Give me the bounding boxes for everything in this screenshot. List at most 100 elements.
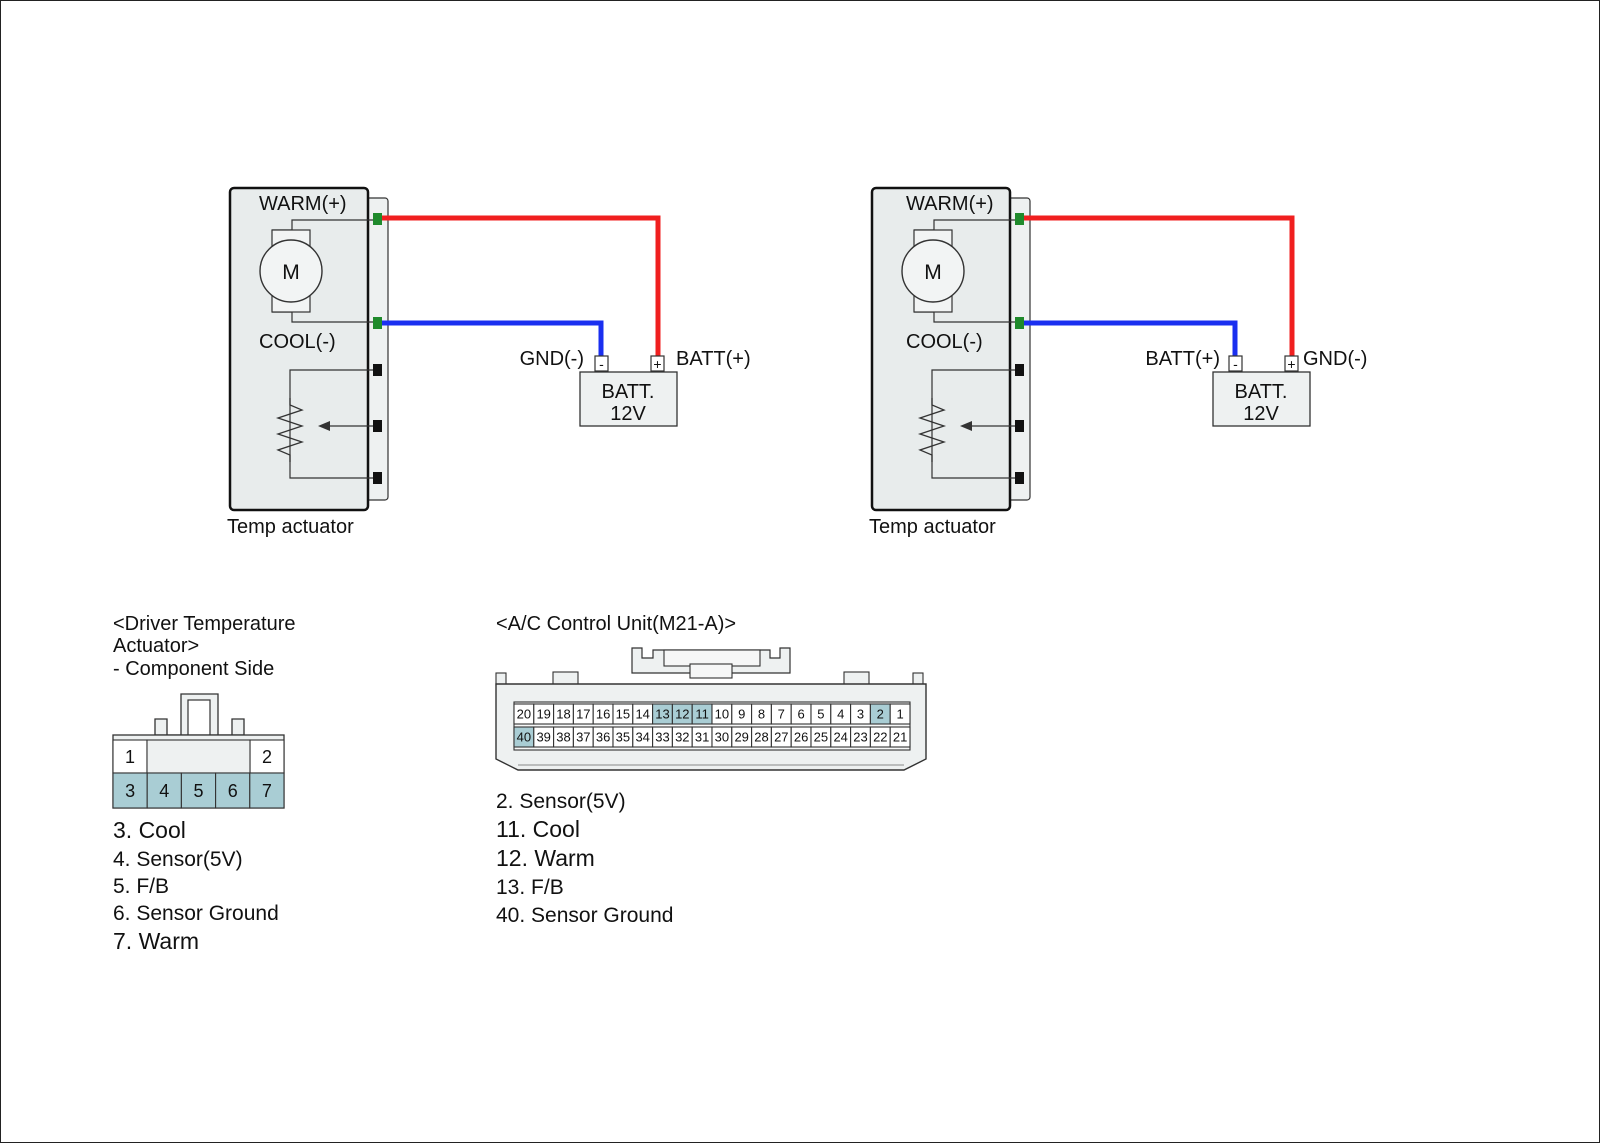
right-pin-terminal	[1015, 420, 1024, 432]
left-warm-wire	[382, 215, 661, 356]
pin-number: 2	[877, 707, 884, 722]
pin-number: 30	[715, 730, 729, 745]
pin-number: 39	[536, 730, 550, 745]
left-pin-terminal	[373, 420, 382, 432]
ac-legend-item: 13. F/B	[496, 876, 564, 899]
driver-connector-section: <Driver Temperature Actuator> - Componen…	[112, 613, 295, 954]
left-terminal-right-label: BATT(+)	[676, 348, 751, 370]
pin-number: 20	[517, 707, 531, 722]
left-motor-icon	[259, 239, 323, 303]
right-motor-icon	[901, 239, 965, 303]
pin-number: 38	[556, 730, 570, 745]
right-battery-pos-post	[1284, 355, 1299, 372]
pin-cell	[146, 772, 182, 809]
pin-cell	[889, 726, 911, 748]
pin-number: 16	[596, 707, 610, 722]
pin-number: 11	[695, 707, 709, 722]
pin-number: 31	[695, 730, 709, 745]
left-caption: Temp actuator	[227, 516, 354, 538]
pin-number: 18	[556, 707, 570, 722]
pin-number: 21	[893, 730, 907, 745]
ac-legend-item: 12. Warm	[496, 845, 595, 871]
left-test-setup: M - + BATT. 12V WARM(+) COOL(-) GND(-) B…	[227, 186, 751, 538]
ac-legend-item: 40. Sensor Ground	[496, 904, 673, 927]
pin-number: 22	[873, 730, 887, 745]
right-battery-voltage: 12V	[1243, 403, 1279, 425]
left-battery	[579, 371, 678, 427]
left-battery-neg-post	[594, 355, 609, 372]
pin-number: 27	[774, 730, 788, 745]
pin-number: 40	[517, 730, 531, 745]
pin-number: 35	[616, 730, 630, 745]
pin-number: 32	[675, 730, 689, 745]
right-terminal-left-label: BATT(+)	[1145, 348, 1220, 370]
right-pin-terminal	[1015, 472, 1024, 484]
pin-number: 3	[857, 707, 864, 722]
pin-number: 28	[754, 730, 768, 745]
ac-legend-item: 11. Cool	[496, 816, 580, 842]
right-battery-neg-post	[1228, 355, 1243, 372]
left-warm-terminal	[373, 213, 382, 225]
pin-number: 5	[193, 781, 203, 801]
left-terminal-left-label: GND(-)	[520, 348, 584, 370]
pin-number: 9	[738, 707, 745, 722]
pin-number: 13	[655, 707, 669, 722]
pin-number: 24	[833, 730, 847, 745]
right-warm-terminal	[1015, 213, 1024, 225]
pin-number: 2	[262, 747, 272, 767]
left-battery-pos-post	[650, 355, 665, 372]
left-motor-label: M	[282, 261, 300, 284]
right-battery-label: BATT.	[1235, 381, 1288, 403]
pin-cell	[889, 703, 911, 725]
right-terminal-right-label: GND(-)	[1303, 348, 1367, 370]
left-battery-label: BATT.	[602, 381, 655, 403]
pin-cell	[112, 772, 148, 809]
pin-number: 1	[125, 747, 135, 767]
right-potentiometer-icon	[917, 398, 947, 462]
driver-legend-item: 5. F/B	[113, 875, 169, 898]
pin-number: 8	[758, 707, 765, 722]
right-cool-terminal	[1015, 317, 1024, 329]
right-warm-wire	[1024, 215, 1295, 356]
right-motor-label: M	[924, 261, 942, 284]
pin-number: 15	[616, 707, 630, 722]
pin-cell	[215, 772, 251, 809]
driver-legend-item: 6. Sensor Ground	[113, 902, 279, 925]
left-cool-wire	[382, 320, 604, 356]
right-caption: Temp actuator	[869, 516, 996, 538]
pin-number: 25	[814, 730, 828, 745]
left-pin-terminal	[373, 472, 382, 484]
left-cool-terminal	[373, 317, 382, 329]
pin-number: 4	[837, 707, 844, 722]
driver-legend-item: 3. Cool	[113, 817, 186, 843]
right-test-setup: M - + BATT. 12V WARM(+) COOL(-) BATT(+) …	[869, 186, 1367, 538]
driver-legend-item: 7. Warm	[113, 928, 199, 954]
left-potentiometer-icon	[275, 398, 305, 462]
pin-number: 36	[596, 730, 610, 745]
pin-number: 7	[778, 707, 785, 722]
pin-number: 29	[734, 730, 748, 745]
pin-number: 34	[635, 730, 649, 745]
pin-number: 6	[797, 707, 804, 722]
pin-number: 10	[715, 707, 729, 722]
pin-number: 33	[655, 730, 669, 745]
driver-legend-item: 4. Sensor(5V)	[113, 848, 243, 871]
driver-connector-title-1: <Driver Temperature	[113, 613, 295, 635]
pin-number: 19	[536, 707, 550, 722]
right-warm-label: WARM(+)	[906, 193, 994, 215]
left-neg-sign: -	[599, 356, 604, 372]
pin-number: 26	[794, 730, 808, 745]
pin-number: 3	[125, 781, 135, 801]
driver-connector-title-2: Actuator>	[113, 635, 199, 657]
pin-number: 23	[853, 730, 867, 745]
right-battery	[1212, 371, 1311, 427]
pin-number: 4	[159, 781, 169, 801]
right-cool-label: COOL(-)	[906, 331, 983, 353]
left-pos-sign: +	[653, 356, 661, 372]
pin-number: 6	[228, 781, 238, 801]
left-battery-voltage: 12V	[610, 403, 646, 425]
